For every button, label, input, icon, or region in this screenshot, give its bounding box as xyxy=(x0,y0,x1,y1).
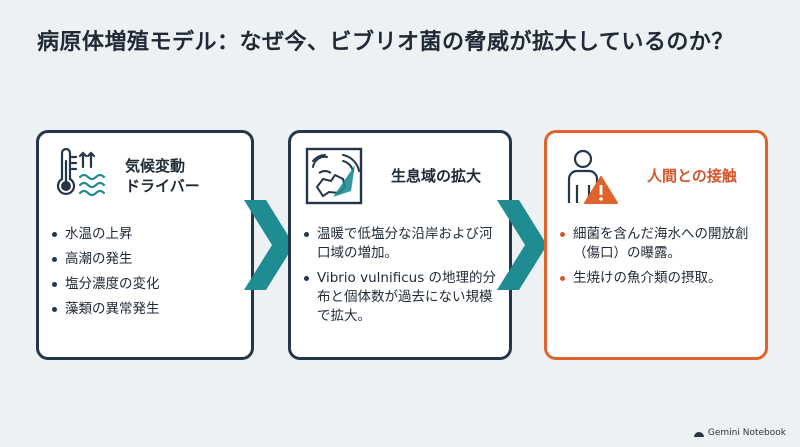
person-warning-icon xyxy=(567,149,618,204)
list-item: Vibrio vulnificus の地理的分布と個体数が過去にない規模で拡大。 xyxy=(303,269,499,326)
climate-driver-card: 気候変動 ドライバー 水温の上昇 高潮の発生 塩分濃度の変化 藻類の異常発生 xyxy=(36,130,254,360)
card-header: 生息域の拡大 xyxy=(305,147,501,209)
list-item: 生焼けの魚介類の摂取。 xyxy=(559,269,755,288)
radar-map-icon xyxy=(305,147,363,205)
list-item: 塩分濃度の変化 xyxy=(51,275,241,294)
bullet-list: 温暖で低塩分な沿岸および河口域の増加。 Vibrio vulnificus の地… xyxy=(303,225,499,332)
heading-line: ドライバー xyxy=(125,177,200,195)
human-contact-card: 人間との接触 細菌を含んだ海水への開放創（傷口）の曝露。 生焼けの魚介類の摂取。 xyxy=(544,130,768,360)
list-item: 温暖で低塩分な沿岸および河口域の増加。 xyxy=(303,225,499,263)
list-item: 高潮の発生 xyxy=(51,250,241,269)
card-heading: 人間との接触 xyxy=(647,147,737,205)
card-header: 気候変動 ドライバー xyxy=(53,147,243,209)
card-header: 人間との接触 xyxy=(561,147,757,209)
list-item: 藻類の異常発生 xyxy=(51,300,241,319)
heading-line: 人間との接触 xyxy=(647,167,737,185)
heading-line: 生息域の拡大 xyxy=(391,167,482,185)
bullet-list: 細菌を含んだ海水への開放創（傷口）の曝露。 生焼けの魚介類の摂取。 xyxy=(559,225,755,294)
card-heading: 気候変動 ドライバー xyxy=(125,147,200,205)
bullet-list: 水温の上昇 高潮の発生 塩分濃度の変化 藻類の異常発生 xyxy=(51,225,241,325)
card-heading: 生息域の拡大 xyxy=(391,147,481,205)
notebook-icon xyxy=(693,432,704,437)
page-title: 病原体増殖モデル：なぜ今、ビブリオ菌の脅威が拡大しているのか？ xyxy=(37,30,734,55)
brand-name: Gemini Notebook xyxy=(707,428,786,438)
brand-logo: Gemini Notebook xyxy=(693,428,786,438)
chevron-right-icon xyxy=(497,200,547,290)
list-item: 水温の上昇 xyxy=(51,225,241,244)
habitat-expansion-card: 生息域の拡大 温暖で低塩分な沿岸および河口域の増加。 Vibrio vulnif… xyxy=(288,130,512,360)
list-item: 細菌を含んだ海水への開放創（傷口）の曝露。 xyxy=(559,225,755,263)
heading-line: 気候変動 xyxy=(125,157,186,175)
thermometer-waves-icon xyxy=(56,147,106,197)
chevron-right-icon xyxy=(244,200,294,290)
